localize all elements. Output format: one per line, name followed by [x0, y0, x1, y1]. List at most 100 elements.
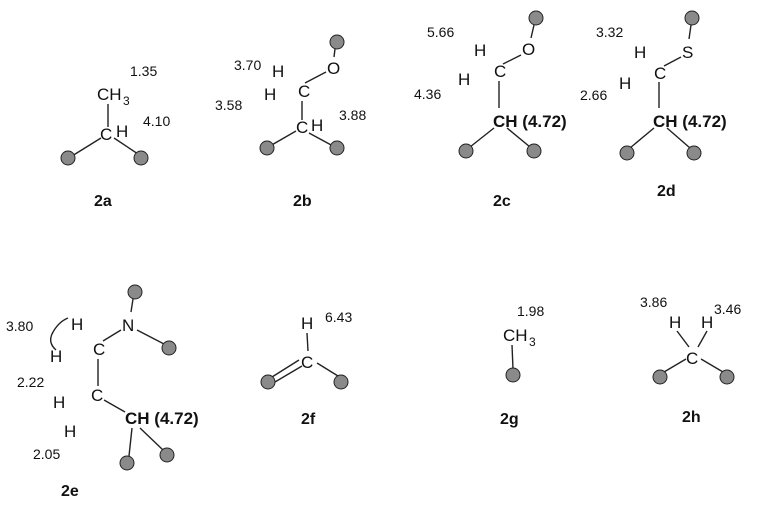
oxygen-atom: O: [522, 40, 535, 59]
structure-label: 2b: [293, 193, 312, 210]
ch3-subscript: 3: [123, 94, 130, 108]
structure-2e: N C H H C H H CH (4.72) 3.80 2.22 2.05 2…: [6, 284, 199, 500]
carbon-atom: C: [686, 349, 698, 368]
structure-label: 2d: [657, 183, 676, 200]
carbon-atom: C: [93, 340, 105, 359]
structure-2a: CH 3 C H 1.35 4.10 2a: [60, 63, 170, 210]
hydrogen-atom: H: [311, 116, 323, 135]
structure-label: 2a: [94, 193, 112, 210]
substituent-ball: [686, 145, 702, 161]
bond: [663, 56, 682, 67]
bond: [676, 330, 690, 348]
substituent-ball: [329, 140, 345, 156]
substituent-ball: [329, 34, 345, 50]
shift-value: 3.88: [339, 107, 366, 123]
bond: [102, 329, 122, 342]
nitrogen-atom: N: [122, 316, 134, 335]
shift-value: 3.86: [640, 294, 667, 310]
bond: [274, 365, 303, 383]
shift-value: 2.66: [580, 87, 607, 103]
bond: [700, 358, 724, 373]
hydrogen-atom: H: [264, 85, 276, 104]
bond: [663, 358, 687, 373]
shift-value: 3.70: [234, 57, 261, 73]
bond: [139, 427, 164, 451]
substituent-ball: [458, 143, 474, 159]
shift-value: 3.58: [215, 97, 242, 113]
hydrogen-atom: H: [53, 393, 65, 412]
hydrogen-atom: H: [474, 41, 486, 60]
bond: [271, 359, 300, 378]
structure-label: 2g: [500, 411, 519, 428]
hydrogen-atom: H: [64, 422, 76, 441]
bond: [506, 127, 531, 148]
hydrogen-atom: H: [619, 74, 631, 93]
structure-2f: H C 6.43 2f: [260, 309, 352, 428]
hydrogen-atom: H: [634, 43, 646, 62]
bond: [269, 130, 297, 147]
hydrogen-atom: H: [701, 313, 713, 332]
structure-2b: O C H H C H 3.70 3.58 3.88 2b: [215, 34, 366, 210]
substituent-ball: [505, 367, 521, 383]
shift-value: 4.36: [414, 86, 441, 102]
hydrogen-atom: H: [50, 347, 62, 366]
carbon-atom: C: [298, 82, 310, 101]
shift-value: 2.05: [33, 446, 60, 462]
ch3-group: CH: [503, 326, 528, 345]
structure-label: 2h: [682, 409, 701, 426]
bond: [136, 329, 165, 345]
shift-value: 6.43: [325, 309, 352, 325]
structure-2h: H H C 3.86 3.46 2h: [640, 294, 741, 426]
substituent-ball: [528, 10, 544, 26]
substituent-ball: [161, 340, 177, 356]
structure-label: 2c: [493, 193, 511, 210]
bond: [530, 24, 535, 39]
substituent-ball: [60, 150, 76, 166]
carbon-atom: C: [301, 353, 313, 372]
bond: [502, 54, 522, 65]
hydrogen-atom: H: [301, 314, 313, 333]
shift-value: 5.66: [427, 24, 454, 40]
substituent-ball: [119, 455, 135, 471]
carbon-atom: C: [296, 118, 308, 137]
substituent-ball: [526, 143, 542, 159]
carbon-atom: C: [654, 64, 666, 83]
shift-value: 2.22: [17, 374, 44, 390]
oxygen-atom: O: [327, 59, 340, 78]
bond: [316, 362, 339, 377]
hydrogen-atom: H: [669, 313, 681, 332]
bond: [103, 399, 126, 413]
hydrogen-atom: H: [71, 315, 83, 334]
shift-value: 3.46: [714, 301, 741, 317]
substituent-ball: [260, 374, 276, 390]
bond: [304, 71, 327, 84]
hydrogen-atom: H: [116, 122, 128, 141]
bond: [128, 427, 133, 457]
ch3-group: CH: [97, 85, 122, 104]
structure-label: 2f: [301, 411, 316, 428]
bond: [306, 332, 309, 352]
substituent-ball: [133, 150, 149, 166]
bond: [511, 344, 514, 370]
structure-2g: CH 3 1.98 2g: [500, 303, 544, 428]
structure-2d: S C H H CH (4.72) 3.32 2.66 2d: [580, 10, 727, 200]
bond: [308, 132, 334, 147]
bond: [130, 298, 134, 313]
bond: [71, 137, 102, 157]
hydrogen-atom: H: [272, 62, 284, 81]
substituent-ball: [652, 369, 668, 385]
bond: [688, 24, 692, 40]
shift-value: 3.32: [596, 24, 623, 40]
sulfur-atom: S: [682, 43, 693, 62]
substituent-ball: [127, 284, 143, 300]
shift-value: 1.98: [517, 303, 544, 319]
shift-value: 4.10: [143, 113, 170, 129]
shift-value: 3.80: [6, 318, 33, 334]
ch-group: CH (4.72): [653, 112, 727, 131]
substituent-ball: [159, 447, 175, 463]
structure-2c: O C H H CH (4.72) 5.66 4.36 2c: [414, 10, 567, 210]
ch3-subscript: 3: [529, 335, 536, 349]
coupling-bracket: [49, 317, 69, 351]
bond: [469, 127, 495, 148]
